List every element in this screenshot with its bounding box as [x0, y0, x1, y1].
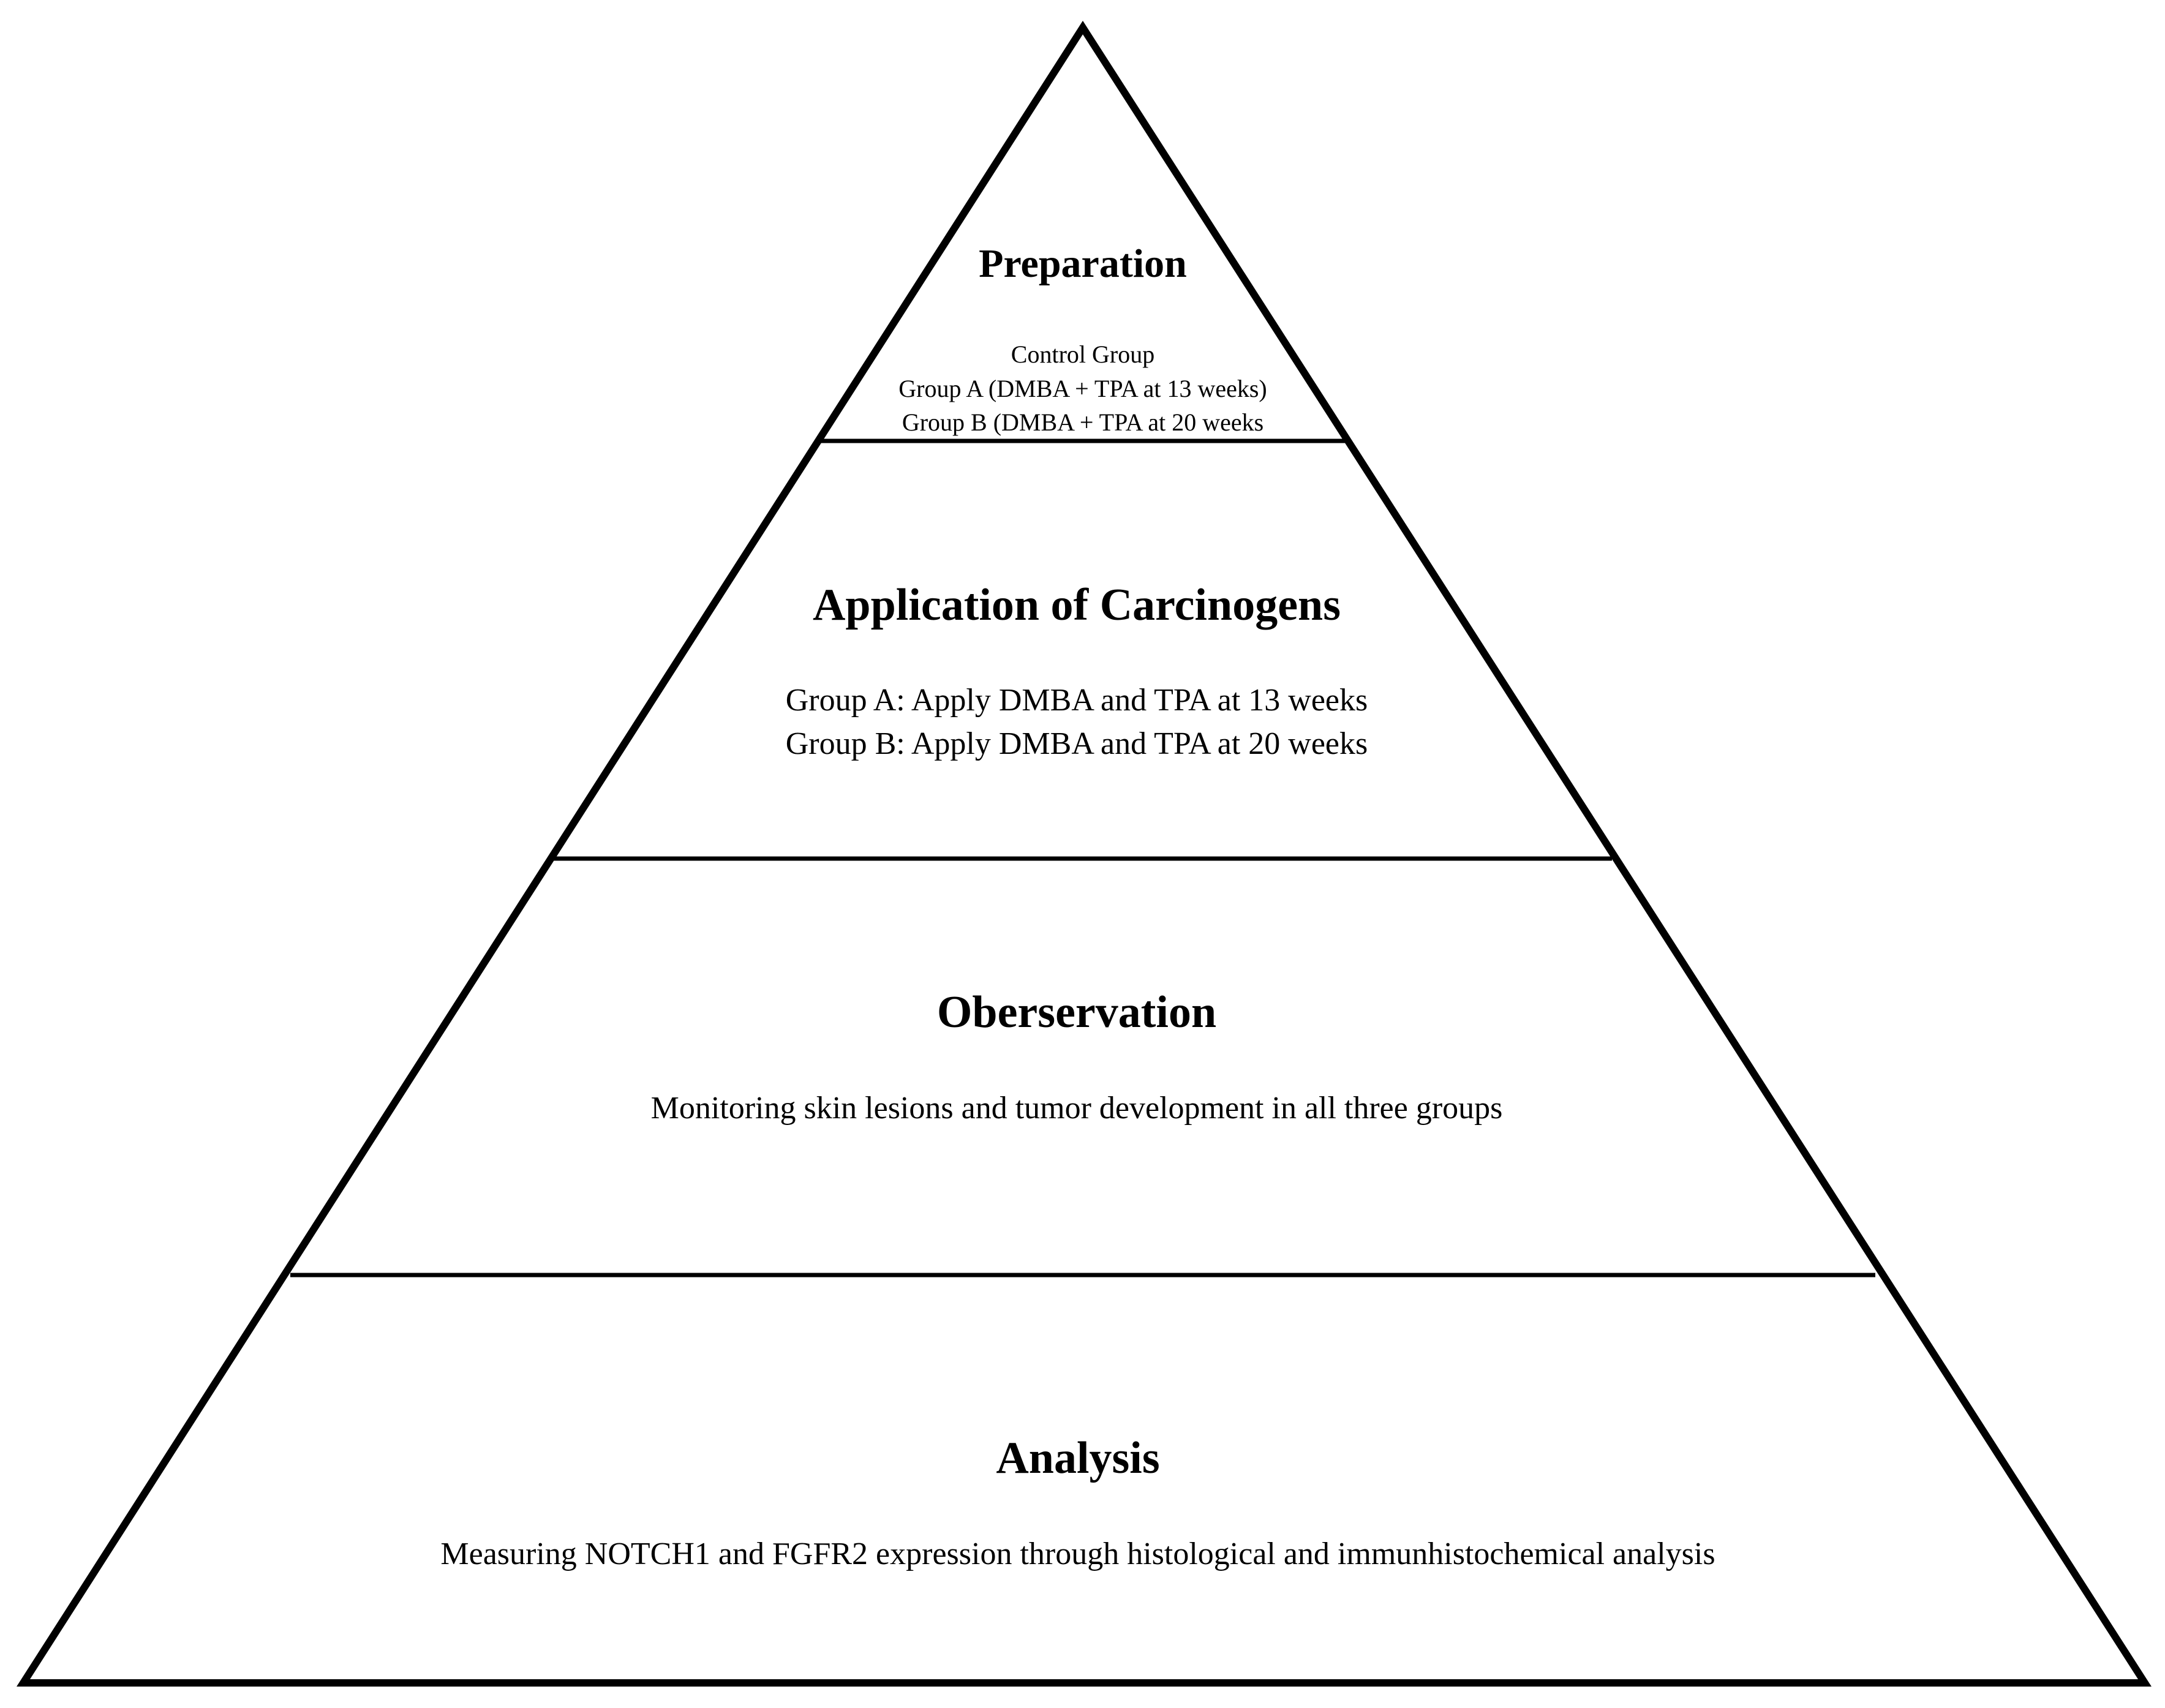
tier-line: Group A: Apply DMBA and TPA at 13 weeks — [786, 683, 1368, 718]
tier-title: Application of Carcinogens — [813, 580, 1341, 630]
tier-line: Control Group — [1011, 340, 1154, 368]
tier-application-of-carcinogens: Application of Carcinogens Group A: Appl… — [786, 580, 1368, 761]
tier-preparation: Preparation Control Group Group A (DMBA … — [898, 241, 1267, 436]
tier-line: Group A (DMBA + TPA at 13 weeks) — [898, 375, 1267, 402]
tier-line: Group B (DMBA + TPA at 20 weeks — [902, 408, 1263, 436]
tier-line: Monitoring skin lesions and tumor develo… — [651, 1091, 1503, 1126]
pyramid-outline — [17, 20, 2152, 1687]
tier-oberservation: Oberservation Monitoring skin lesions an… — [651, 987, 1503, 1126]
tier-analysis: Analysis Measuring NOTCH1 and FGFR2 expr… — [440, 1433, 1715, 1571]
tier-title: Oberservation — [937, 987, 1216, 1037]
tier-title: Preparation — [979, 241, 1187, 286]
tier-line: Measuring NOTCH1 and FGFR2 expression th… — [440, 1537, 1715, 1571]
tier-title: Analysis — [996, 1433, 1159, 1483]
tier-line: Group B: Apply DMBA and TPA at 20 weeks — [786, 726, 1368, 761]
